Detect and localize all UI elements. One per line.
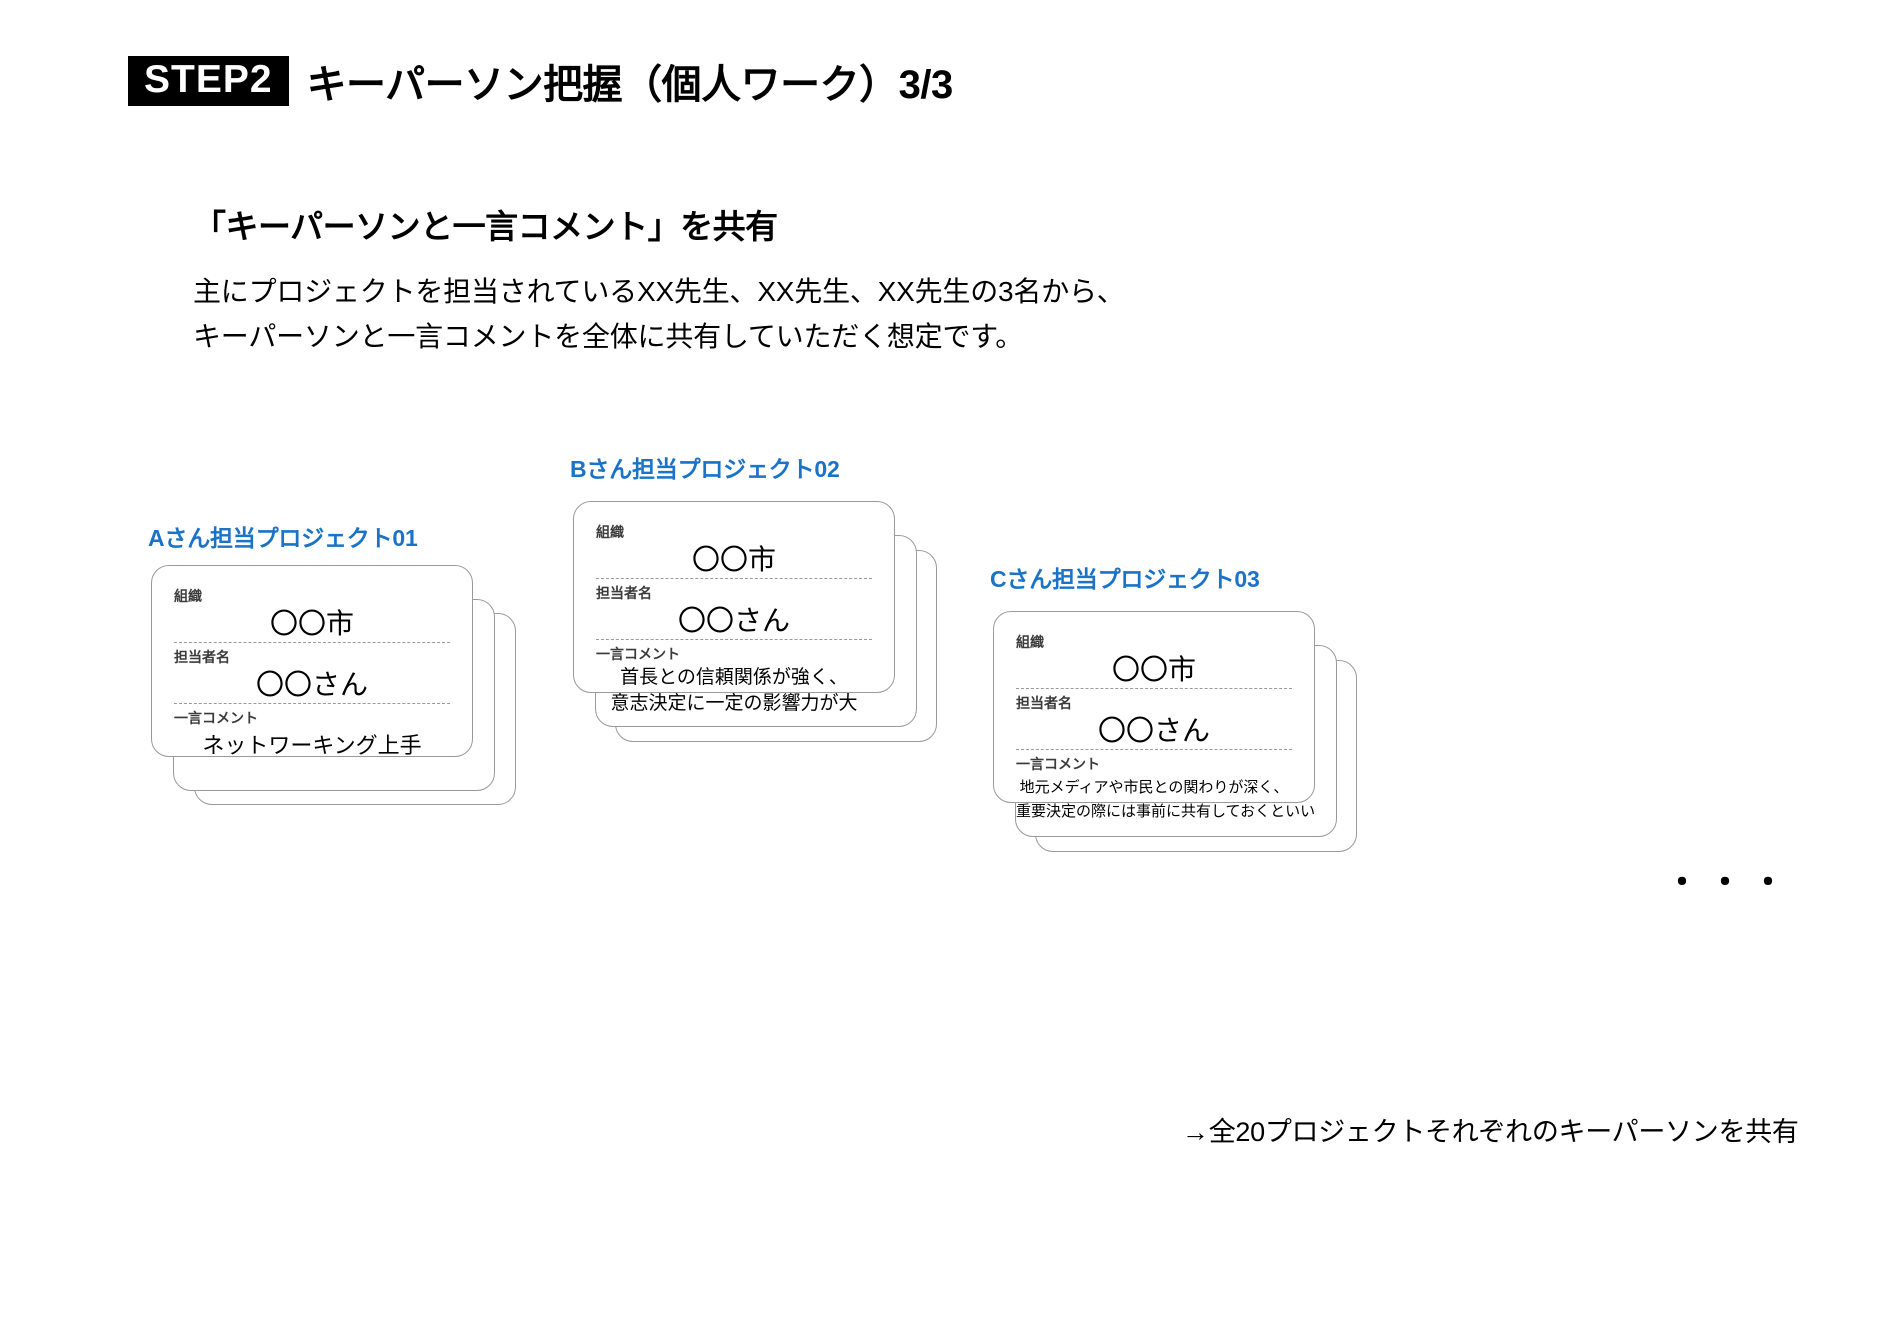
field-label-person: 担当者名 <box>596 585 652 601</box>
card-field-comment: 一言コメント ネットワーキング上手 <box>174 703 450 760</box>
field-value-organization: 〇〇市 <box>1111 654 1196 685</box>
field-value-comment-line-1: 首長との信頼関係が強く、 <box>620 667 848 688</box>
field-label-organization: 組織 <box>596 524 624 540</box>
field-value-comment-line-2: 意志決定に一定の影響力が大 <box>610 693 858 715</box>
field-value-person: 〇〇さん <box>1097 715 1210 746</box>
ellipsis-indicator: ・・・ <box>1665 864 1794 902</box>
slide-header: STEP2 キーパーソン把握（個人ワーク）3/3 <box>128 52 953 110</box>
card-field-person: 担当者名 〇〇さん <box>174 642 450 703</box>
lead-block: 「キーパーソンと一言コメント」を共有 主にプロジェクトを担当されているXX先生、… <box>193 200 1125 360</box>
field-value-person: 〇〇さん <box>255 669 368 700</box>
field-label-organization: 組織 <box>174 588 202 604</box>
card-field-comment: 一言コメント 首長との信頼関係が強く、 意志決定に一定の影響力が大 <box>596 639 872 717</box>
card-group-b: Bさん担当プロジェクト02 組織 〇〇市 担当者名 〇〇さん 一言コメント 首長… <box>570 440 1090 800</box>
card-group-c: Cさん担当プロジェクト03 組織 〇〇市 担当者名 〇〇さん 一言コメント 地元… <box>990 550 1510 910</box>
field-value-organization: 〇〇市 <box>691 544 776 575</box>
card-field-comment: 一言コメント 地元メディアや市民との関わりが深く、 重要決定の際には事前に共有し… <box>1016 749 1316 821</box>
card-field-person: 担当者名 〇〇さん <box>596 578 872 639</box>
footer-note: →全20プロジェクトそれぞれのキーパーソンを共有 <box>1182 1117 1799 1147</box>
lead-line-1: 主にプロジェクトを担当されているXX先生、XX先生、XX先生の3名から、 <box>193 276 1125 307</box>
field-label-organization: 組織 <box>1016 634 1044 650</box>
card-field-organization: 組織 〇〇市 <box>174 582 450 642</box>
card-group-a: Aさん担当プロジェクト01 組織 〇〇市 担当者名 〇〇さん 一言コメント ネッ… <box>148 505 668 865</box>
field-value-organization: 〇〇市 <box>269 608 354 639</box>
card-field-organization: 組織 〇〇市 <box>596 518 872 578</box>
field-label-person: 担当者名 <box>174 649 230 665</box>
group-label-a: Aさん担当プロジェクト01 <box>148 525 418 551</box>
page-title: キーパーソン把握（個人ワーク）3/3 <box>306 63 954 107</box>
group-label-b: Bさん担当プロジェクト02 <box>570 456 840 482</box>
step-badge: STEP2 <box>128 55 289 107</box>
field-value-comment-line-1: 地元メディアや市民との関わりが深く、 <box>1019 779 1289 796</box>
field-value-person: 〇〇さん <box>677 605 790 636</box>
lead-line-2: キーパーソンと一言コメントを全体に共有していただく想定です。 <box>193 320 1024 352</box>
field-value-comment-line-2: 重要決定の際には事前に共有しておくといい <box>1016 802 1316 820</box>
card-front-a[interactable]: 組織 〇〇市 担当者名 〇〇さん 一言コメント ネットワーキング上手 <box>151 565 473 760</box>
card-field-person: 担当者名 〇〇さん <box>1016 688 1292 749</box>
card-front-c[interactable]: 組織 〇〇市 担当者名 〇〇さん 一言コメント 地元メディアや市民との関わりが深… <box>993 611 1315 820</box>
field-value-comment-line-1: ネットワーキング上手 <box>202 733 422 758</box>
card-front-b[interactable]: 組織 〇〇市 担当者名 〇〇さん 一言コメント 首長との信頼関係が強く、 意志決… <box>573 501 895 714</box>
lead-heading: 「キーパーソンと一言コメント」を共有 <box>193 208 778 245</box>
group-label-c: Cさん担当プロジェクト03 <box>990 566 1260 592</box>
field-label-comment: 一言コメント <box>174 710 258 726</box>
field-label-comment: 一言コメント <box>1016 756 1100 772</box>
field-label-comment: 一言コメント <box>596 646 680 662</box>
card-field-organization: 組織 〇〇市 <box>1016 628 1292 688</box>
field-label-person: 担当者名 <box>1016 695 1072 711</box>
